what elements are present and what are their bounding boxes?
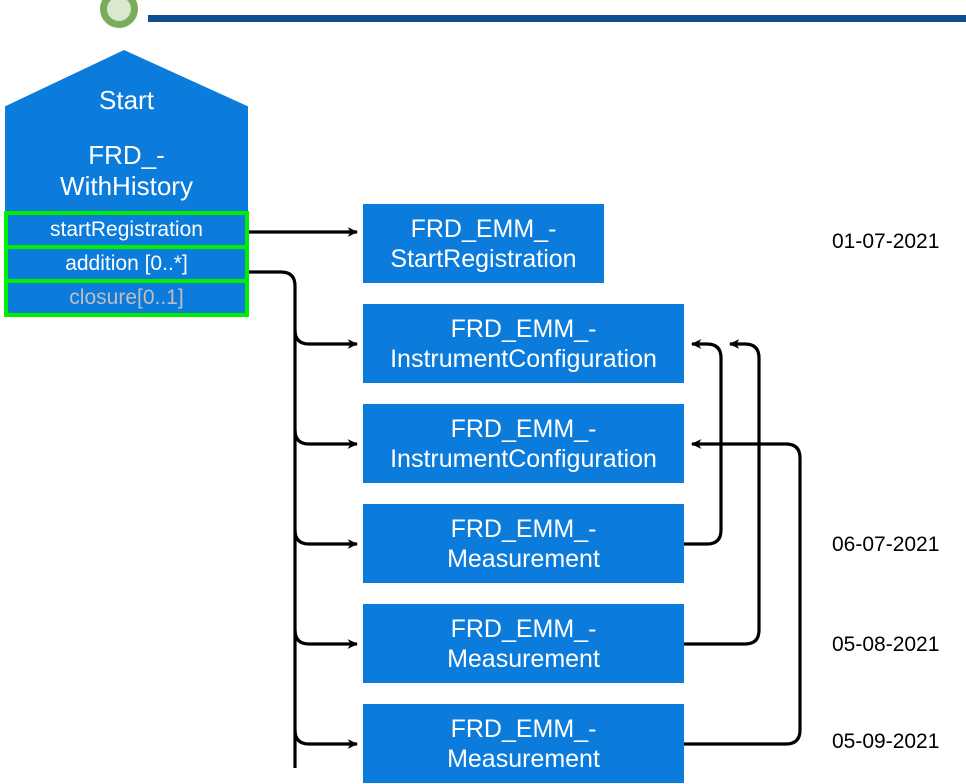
compartment-startregistration[interactable]: startRegistration: [8, 215, 245, 245]
edge-addition-1: [293, 329, 359, 349]
node-label-line1: FRD_EMM_-: [450, 714, 597, 743]
node-label-line2: InstrumentConfiguration: [390, 444, 657, 473]
start-node-name-line2: WithHistory: [60, 171, 193, 201]
date-label-measurement-1: 06-07-2021: [832, 533, 940, 556]
node-frd-emm-instrumentconfiguration-1[interactable]: FRD_EMM_- InstrumentConfiguration: [363, 304, 684, 383]
node-label-line2: Measurement: [447, 744, 600, 773]
compartment-divider: [8, 245, 245, 249]
edge-addition-4: [293, 629, 359, 649]
edge-back-meas1-to-ic1: [684, 339, 723, 546]
node-label-line1: FRD_EMM_-: [410, 214, 557, 243]
node-label-line1: FRD_EMM_-: [450, 314, 597, 343]
node-label-line1: FRD_EMM_-: [450, 414, 597, 443]
edge-back-meas3-to-ic2: [684, 439, 802, 746]
node-frd-emm-measurement-2[interactable]: FRD_EMM_- Measurement: [363, 604, 684, 683]
start-node-title: Start: [99, 85, 154, 115]
start-node-name-line1: FRD_-: [88, 140, 165, 170]
edge-back-meas2-to-ic1: [684, 339, 761, 646]
start-node-name: FRD_- WithHistory: [5, 140, 248, 202]
compartment-closure[interactable]: closure[0..1]: [8, 283, 245, 313]
node-label-line1: FRD_EMM_-: [450, 614, 597, 643]
start-circle-icon: [100, 0, 138, 28]
node-frd-emm-measurement-3[interactable]: FRD_EMM_- Measurement: [363, 704, 684, 783]
node-frd-emm-startregistration[interactable]: FRD_EMM_- StartRegistration: [363, 204, 604, 283]
node-label-line2: Measurement: [447, 544, 600, 573]
compartment-divider: [8, 279, 245, 283]
node-label-line2: StartRegistration: [390, 244, 577, 273]
compartment-addition[interactable]: addition [0..*]: [8, 249, 245, 279]
node-frd-emm-measurement-1[interactable]: FRD_EMM_- Measurement: [363, 504, 684, 583]
edge-addition-3: [293, 529, 359, 549]
node-label-line2: InstrumentConfiguration: [390, 344, 657, 373]
node-label-line2: Measurement: [447, 644, 600, 673]
date-label-measurement-3: 05-09-2021: [832, 730, 940, 753]
start-node-compartments: startRegistration addition [0..*] closur…: [4, 211, 249, 317]
date-label-startregistration: 01-07-2021: [832, 230, 940, 253]
edge-addition-spine: [249, 270, 297, 768]
edge-addition-5: [293, 729, 359, 749]
edge-addition-2: [293, 429, 359, 449]
date-label-measurement-2: 05-08-2021: [832, 633, 940, 656]
node-frd-emm-instrumentconfiguration-2[interactable]: FRD_EMM_- InstrumentConfiguration: [363, 404, 684, 483]
node-label-line1: FRD_EMM_-: [450, 514, 597, 543]
timeline-rule: [148, 15, 966, 22]
